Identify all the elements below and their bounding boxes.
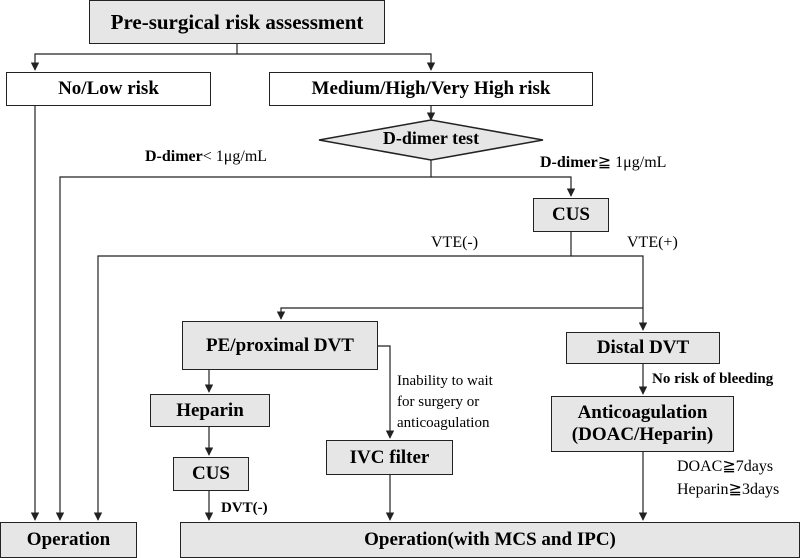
- operation-main-box: Operation(with MCS and IPC): [180, 522, 800, 558]
- connector-ddimer-low: [55, 160, 432, 521]
- d-dimer-test-label: D-dimer test: [382, 128, 480, 148]
- ivc-filter-box: IVC filter: [326, 440, 453, 475]
- medium-high-risk-label: Medium/High/Very High risk: [311, 78, 551, 100]
- anticoagulation-box: Anticoagulation (DOAC/Heparin): [551, 396, 734, 452]
- vte-positive-label: VTE(+): [627, 234, 678, 251]
- d-dimer-high-label: D-dimer≧ 1μg/mL: [540, 152, 666, 172]
- cus-bottom-label: CUS: [191, 463, 230, 485]
- inability-label-line2: for surgery or: [397, 394, 480, 410]
- cus-bottom-box: CUS: [173, 457, 249, 491]
- vte-negative-label: VTE(-): [431, 234, 479, 251]
- d-dimer-low-label-value: < 1μg/mL: [202, 148, 268, 165]
- cus-top-label: CUS: [551, 204, 590, 226]
- connector-vte-to-pe: [276, 307, 643, 320]
- connector-ddimer-high: [431, 176, 576, 197]
- connector-pe-to-ivc: [378, 345, 395, 439]
- heparin-box: Heparin: [150, 394, 270, 427]
- connector-cus-vte-positive: [571, 255, 648, 331]
- connector-top-right: [237, 53, 436, 71]
- d-dimer-high-label-value: ≧ 1μg/mL: [597, 154, 667, 171]
- no-low-risk-label: No/Low risk: [58, 78, 159, 100]
- doac-days-label: DOAC≧7days: [677, 458, 774, 475]
- distal-dvt-box: Distal DVT: [566, 332, 720, 364]
- connector-cus-vte-negative: [93, 232, 572, 521]
- heparin-days-label: Heparin≧3days: [677, 481, 780, 498]
- ivc-filter-label: IVC filter: [349, 446, 430, 468]
- no-low-risk-box: No/Low risk: [6, 72, 211, 106]
- no-risk-of-bleeding-label: No risk of bleeding: [652, 371, 774, 387]
- distal-dvt-label: Distal DVT: [596, 337, 690, 359]
- anticoagulation-label-line2: (DOAC/Heparin): [571, 424, 714, 445]
- operation-left-label: Operation: [26, 529, 111, 551]
- d-dimer-low-label: D-dimer< 1μg/mL: [145, 148, 267, 166]
- heparin-label: Heparin: [176, 399, 244, 421]
- connector-top-split: [30, 44, 238, 71]
- pe-proximal-dvt-box: PE/proximal DVT: [182, 321, 378, 370]
- inability-label-line1: Inability to wait: [397, 373, 493, 389]
- operation-left-box: Operation: [0, 522, 137, 558]
- operation-main-label: Operation(with MCS and IPC): [364, 529, 616, 551]
- inability-label-line3: anticoagulation: [397, 415, 490, 431]
- medium-high-risk-box: Medium/High/Very High risk: [269, 72, 593, 106]
- anticoagulation-label-line1: Anticoagulation: [577, 402, 708, 424]
- pre-surgical-assessment-label: Pre-surgical risk assessment: [110, 9, 364, 34]
- pre-surgical-assessment-box: Pre-surgical risk assessment: [89, 0, 385, 44]
- dvt-negative-label: DVT(-): [221, 500, 268, 516]
- d-dimer-high-label-bold: D-dimer: [540, 154, 598, 171]
- pe-proximal-dvt-label: PE/proximal DVT: [206, 334, 354, 356]
- d-dimer-diamond: [318, 119, 544, 161]
- d-dimer-low-label-bold: D-dimer: [145, 148, 203, 165]
- cus-top-box: CUS: [533, 198, 609, 232]
